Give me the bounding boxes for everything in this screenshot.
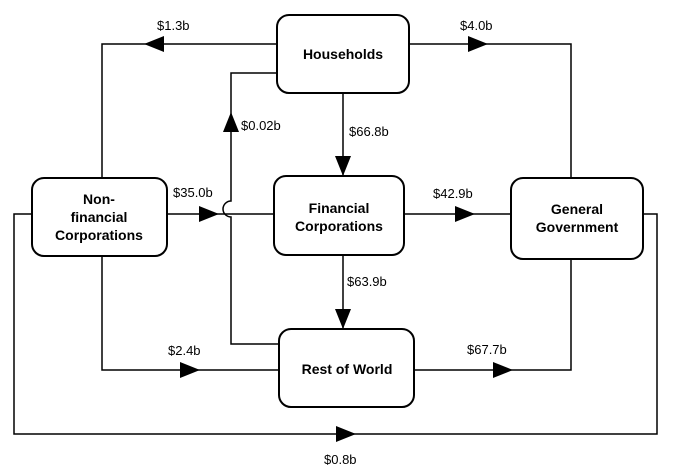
arrowhead-financial-government (455, 206, 475, 222)
node-label-line: Corporations (55, 227, 143, 243)
node-label-line: Rest of World (302, 361, 393, 377)
node-nonfinancial-corporations: Non- financial Corporations (31, 177, 168, 257)
flow-label-households-nonfinancial: $1.3b (157, 18, 190, 33)
flow-line-households-government (409, 43, 572, 178)
flow-line-households-rest-of-world (222, 72, 279, 345)
node-rest-of-world: Rest of World (278, 328, 415, 408)
node-label-line: Corporations (295, 218, 383, 234)
node-label-line: Government (536, 219, 619, 235)
flow-label-government-nonfinancial: $0.8b (324, 452, 357, 467)
node-box (510, 177, 644, 260)
node-box (273, 175, 405, 256)
flow-label-financial-government: $42.9b (433, 186, 473, 201)
flow-label-financial-rest-of-world: $63.9b (347, 274, 387, 289)
arrowhead-financial-rest-of-world (335, 309, 351, 329)
arrowhead-households-financial (335, 156, 351, 176)
node-box (278, 328, 415, 408)
arrowhead-rest-of-world-government (493, 362, 513, 378)
node-label-line: General (551, 201, 603, 217)
arrowhead-government-nonfinancial (336, 426, 356, 442)
node-label-line: Households (303, 46, 383, 62)
flow-label-households-government: $4.0b (460, 18, 493, 33)
flow-label-nonfinancial-financial: $35.0b (173, 185, 213, 200)
node-label-line: Financial (309, 200, 370, 216)
arrowhead-households-nonfinancial (144, 36, 164, 52)
node-box (31, 177, 168, 257)
node-box (276, 14, 410, 94)
node-label-line: financial (71, 209, 128, 225)
flow-label-rest-of-world-government: $67.7b (467, 342, 507, 357)
arrowheads (144, 36, 513, 442)
node-label-line: Non- (83, 191, 115, 207)
node-households: Households (276, 14, 410, 94)
arrowhead-households-rest-of-world (223, 112, 239, 132)
arrowhead-households-government (468, 36, 488, 52)
flow-line-households-nonfinancial (101, 43, 277, 178)
flow-line-rest-of-world-government (414, 259, 572, 371)
flow-line-government-nonfinancial (13, 213, 658, 435)
flow-label-households-financial: $66.8b (349, 124, 389, 139)
flow-label-households-rest-of-world: $0.02b (241, 118, 281, 133)
node-financial-corporations: Financial Corporations (273, 175, 405, 256)
flow-line-nonfinancial-rest-of-world (101, 256, 279, 371)
node-general-government: General Government (510, 177, 644, 260)
arrowhead-nonfinancial-financial (199, 206, 219, 222)
flow-label-nonfinancial-rest-of-world: $2.4b (168, 343, 201, 358)
arrowhead-nonfinancial-rest-of-world (180, 362, 200, 378)
flow-labels: $1.3b $4.0b $0.02b $66.8b $35.0b $42.9b … (157, 18, 507, 467)
